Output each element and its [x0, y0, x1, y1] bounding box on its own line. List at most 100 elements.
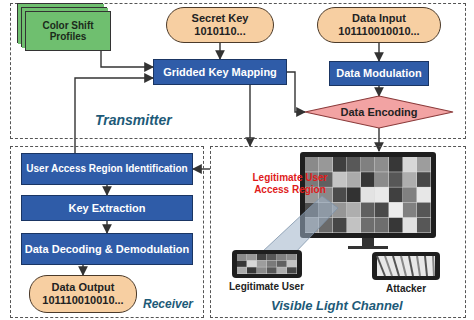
bit-string: 1010110...: [194, 25, 245, 38]
flow-arrow: [219, 43, 220, 59]
box-label: Secret Key: [192, 12, 249, 25]
grid-cell: [403, 157, 417, 172]
grid-cell: [347, 172, 361, 187]
grid-cell: [375, 187, 389, 202]
grid-cell: [333, 157, 347, 172]
grid-cell: [347, 157, 361, 172]
box-label: Data Input: [352, 12, 406, 25]
flow-arrow: [249, 85, 250, 146]
grid-cell: [237, 254, 247, 260]
device-label: Attacker: [386, 283, 446, 295]
process-box: Data Modulation: [329, 61, 429, 86]
stripe: [409, 256, 413, 276]
grid-cell: [257, 261, 267, 267]
box-label: Data Modulation: [336, 67, 422, 80]
grid-cell: [267, 254, 277, 260]
region-heading: Visible Light Channel: [271, 298, 403, 313]
grid-cell: [305, 157, 319, 172]
box-label: Gridded Key Mapping: [163, 66, 277, 79]
box-label: User Access Region Identification: [26, 163, 187, 175]
region-callout: Legitimate User Access Region: [244, 172, 336, 196]
legitimate-phone-grid: [237, 254, 297, 273]
flow-arrow: [287, 72, 305, 112]
grid-cell: [287, 254, 297, 260]
monitor-base: [348, 246, 388, 249]
process-box: Data Decoding & Demodulation: [21, 233, 193, 265]
box-label: Color Shift Profiles: [26, 20, 110, 43]
grid-cell: [333, 172, 347, 187]
flow-arrow: [193, 168, 210, 169]
grid-cell: [417, 172, 431, 187]
grid-cell: [247, 267, 257, 273]
stripe: [393, 256, 399, 276]
flow-arrow: [82, 265, 83, 275]
stripe: [385, 256, 392, 276]
flow-arrow: [378, 86, 379, 96]
stripe: [425, 256, 427, 276]
grid-cell: [403, 203, 417, 218]
receiver-region: Receiver User Access Region Identificatio…: [10, 146, 204, 318]
process-box: User Access Region Identification: [21, 153, 193, 185]
grid-cell: [403, 218, 417, 233]
process-box: Key Extraction: [21, 195, 193, 221]
grid-cell: [247, 254, 257, 260]
legitimate-phone: [232, 250, 302, 278]
stripe: [401, 256, 406, 276]
grid-cell: [361, 172, 375, 187]
stripe: [377, 256, 385, 276]
grid-cell: [287, 261, 297, 267]
grid-cell: [257, 267, 267, 273]
device-label: Legitimate User: [229, 281, 319, 293]
grid-cell: [277, 254, 287, 260]
light-beam: [262, 196, 338, 256]
grid-cell: [389, 203, 403, 218]
grid-cell: [417, 187, 431, 202]
grid-cell: [389, 157, 403, 172]
grid-cell: [237, 261, 247, 267]
grid-cell: [375, 157, 389, 172]
grid-cell: [319, 157, 333, 172]
bit-string: 101110010010...: [338, 25, 419, 38]
region-heading: Receiver: [143, 297, 193, 311]
grid-cell: [267, 261, 277, 267]
flow-arrow: [106, 221, 107, 233]
grid-cell: [417, 157, 431, 172]
grid-cell: [277, 261, 287, 267]
grid-cell: [361, 157, 375, 172]
bit-string: 101110010010...: [42, 294, 123, 307]
grid-cell: [389, 187, 403, 202]
grid-cell: [361, 218, 375, 233]
grid-cell: [267, 267, 277, 273]
grid-cell: [237, 267, 247, 273]
profile-stack: Color Shift Profiles: [25, 11, 111, 51]
box-label: Data Decoding & Demodulation: [25, 243, 189, 256]
grid-cell: [247, 261, 257, 267]
stripe: [417, 256, 420, 276]
grid-cell: [257, 254, 267, 260]
decision-diamond: Data Encoding: [304, 95, 454, 129]
data-pill: Data Input101110010010...: [317, 7, 441, 43]
grid-cell: [375, 203, 389, 218]
grid-cell: [417, 203, 431, 218]
monitor-stand: [362, 238, 374, 246]
key-pill: Secret Key1010110...: [166, 7, 274, 43]
grid-cell: [287, 267, 297, 273]
box-label: Data Encoding: [340, 106, 417, 119]
flow-arrow: [378, 128, 379, 151]
diamond-outline: [305, 96, 453, 128]
grid-cell: [361, 187, 375, 202]
flow-arrow: [101, 51, 153, 67]
grid-cell: [277, 267, 287, 273]
grid-cell: [417, 218, 431, 233]
grid-cell: [389, 218, 403, 233]
attacker-phone: [372, 252, 440, 280]
grid-cell: [347, 203, 361, 218]
grid-cell: [347, 218, 361, 233]
transmitter-region: TransmitterColor Shift ProfilesSecret Ke…: [10, 3, 466, 139]
grid-cell: [333, 187, 347, 202]
stripe: [433, 256, 434, 276]
grid-cell: [403, 172, 417, 187]
channel-region: Visible Light Channel: [210, 146, 466, 318]
box-label: Data Output: [52, 281, 115, 294]
grid-cell: [389, 172, 403, 187]
